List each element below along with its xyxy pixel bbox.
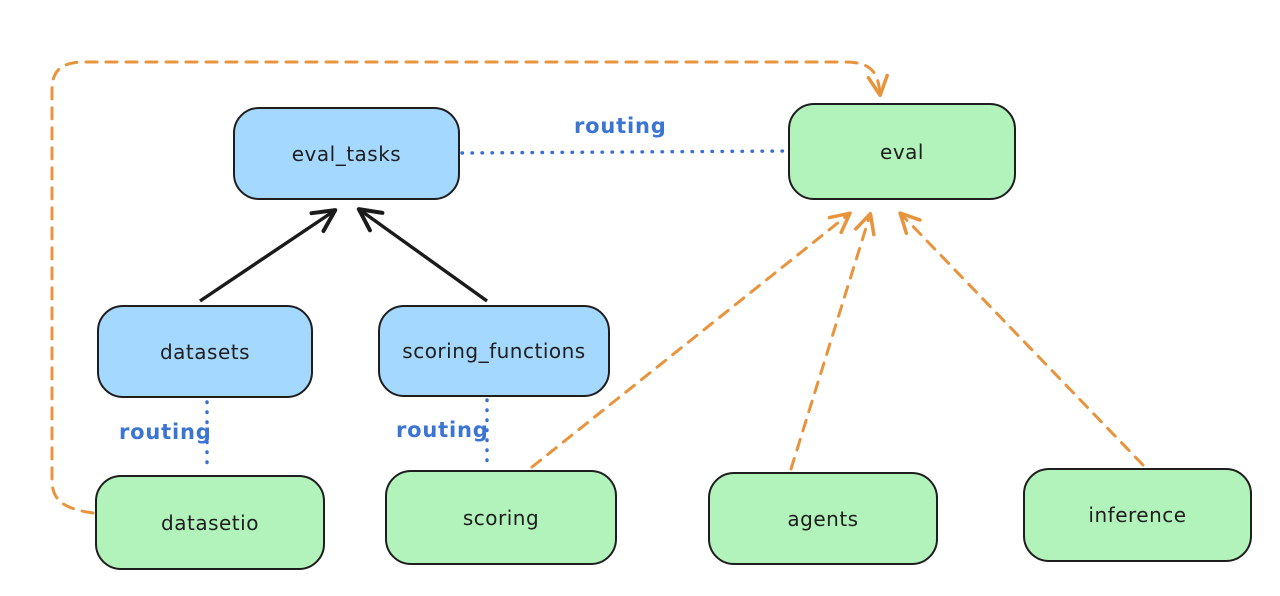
node-eval-label: eval bbox=[880, 139, 924, 164]
edge-agents-to-eval bbox=[789, 211, 876, 471]
edge-inference-to-eval bbox=[898, 211, 1145, 467]
node-scoring-functions: scoring_functions bbox=[378, 305, 610, 397]
node-scoring-label: scoring bbox=[462, 505, 540, 530]
node-agents: agents bbox=[708, 472, 938, 565]
edge-scoring-functions-to-eval-tasks bbox=[356, 207, 488, 303]
node-datasets: datasets bbox=[97, 305, 313, 398]
edge-datasets-to-eval-tasks bbox=[199, 208, 338, 303]
node-eval-tasks-label: eval_tasks bbox=[291, 141, 402, 166]
edge-label-routing-datasets-datasetio: routing bbox=[119, 420, 212, 444]
node-datasets-label: datasets bbox=[159, 339, 251, 364]
edge-label-routing-scoring-functions-scoring: routing bbox=[396, 418, 489, 442]
edge-datasetio-to-eval bbox=[50, 60, 889, 515]
node-inference: inference bbox=[1023, 468, 1252, 562]
node-eval: eval bbox=[788, 103, 1016, 200]
node-datasetio: datasetio bbox=[95, 475, 325, 570]
node-eval-tasks: eval_tasks bbox=[233, 107, 460, 200]
node-agents-label: agents bbox=[787, 506, 859, 531]
edge-label-routing-eval-tasks-eval: routing bbox=[574, 114, 667, 138]
edge-eval-tasks-to-eval-routing bbox=[460, 149, 790, 155]
node-datasetio-label: datasetio bbox=[161, 510, 259, 535]
node-scoring: scoring bbox=[385, 470, 617, 565]
node-scoring-functions-label: scoring_functions bbox=[402, 339, 586, 363]
node-inference-label: inference bbox=[1088, 503, 1187, 527]
